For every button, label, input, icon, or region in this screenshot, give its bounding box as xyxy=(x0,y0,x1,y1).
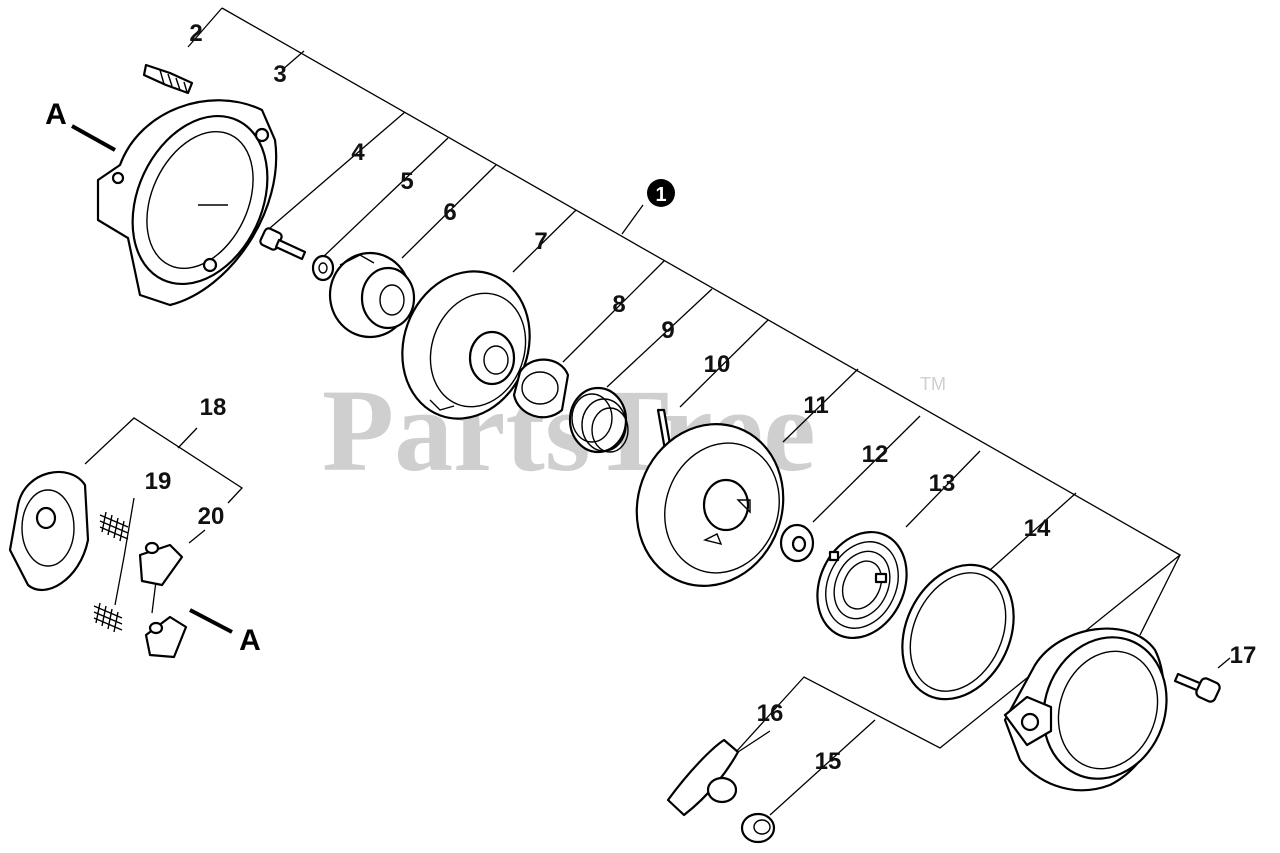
part-16-handle xyxy=(666,738,740,817)
callout-12: 12 xyxy=(862,441,889,468)
callout-10: 10 xyxy=(704,351,731,378)
callout-8: 8 xyxy=(612,291,625,318)
part-5-washer xyxy=(311,254,335,282)
part-3-housing xyxy=(96,99,278,307)
part-4-screw xyxy=(259,227,307,261)
callout-17: 17 xyxy=(1230,642,1257,669)
part-15-bushing xyxy=(740,812,776,844)
callout-16: 16 xyxy=(757,700,784,727)
callout-7: 7 xyxy=(534,228,547,255)
part-9-spring xyxy=(568,386,629,454)
callout-numbers: 2 3 4 5 6 7 8 9 10 11 12 13 14 15 16 17 … xyxy=(145,20,1257,775)
assembly-marker-number: 1 xyxy=(655,184,666,206)
part-6-pulley-hub xyxy=(328,251,416,339)
part-starter-cover xyxy=(1003,627,1168,792)
callout-13: 13 xyxy=(929,470,956,497)
part-20-pawl-lower xyxy=(144,615,188,659)
callout-14: 14 xyxy=(1024,515,1051,542)
watermark-trademark: TM xyxy=(920,374,946,394)
assembly-marker: 1 xyxy=(647,179,675,207)
callout-11: 11 xyxy=(803,392,828,419)
callout-18: 18 xyxy=(200,394,227,421)
part-19-spring-upper xyxy=(99,511,129,542)
part-12-washer xyxy=(779,523,815,563)
callout-4: 4 xyxy=(351,139,365,166)
part-8-ratchet xyxy=(512,358,570,419)
callout-15: 15 xyxy=(815,748,842,775)
callout-20: 20 xyxy=(198,503,225,530)
part-18-pawl-plate xyxy=(8,470,90,591)
part-11-reel-cover xyxy=(635,423,785,587)
reference-label-a-bottom: A xyxy=(239,624,261,657)
part-19-spring-lower xyxy=(93,602,123,633)
callout-5: 5 xyxy=(400,168,413,195)
part-14-ring xyxy=(901,563,1015,701)
assembly-leader-lines xyxy=(71,7,1231,816)
part-13-recoil-spring xyxy=(816,530,908,640)
callout-6: 6 xyxy=(443,199,456,226)
callout-2: 2 xyxy=(189,20,202,47)
reference-labels: A A xyxy=(45,98,261,657)
reference-label-a-top: A xyxy=(45,98,67,131)
part-20-pawl-upper xyxy=(138,541,184,587)
callout-19: 19 xyxy=(145,468,172,495)
part-2-bolt xyxy=(142,63,194,95)
callout-3: 3 xyxy=(273,61,286,88)
callout-9: 9 xyxy=(661,317,674,344)
part-17-bolt xyxy=(1173,672,1221,703)
